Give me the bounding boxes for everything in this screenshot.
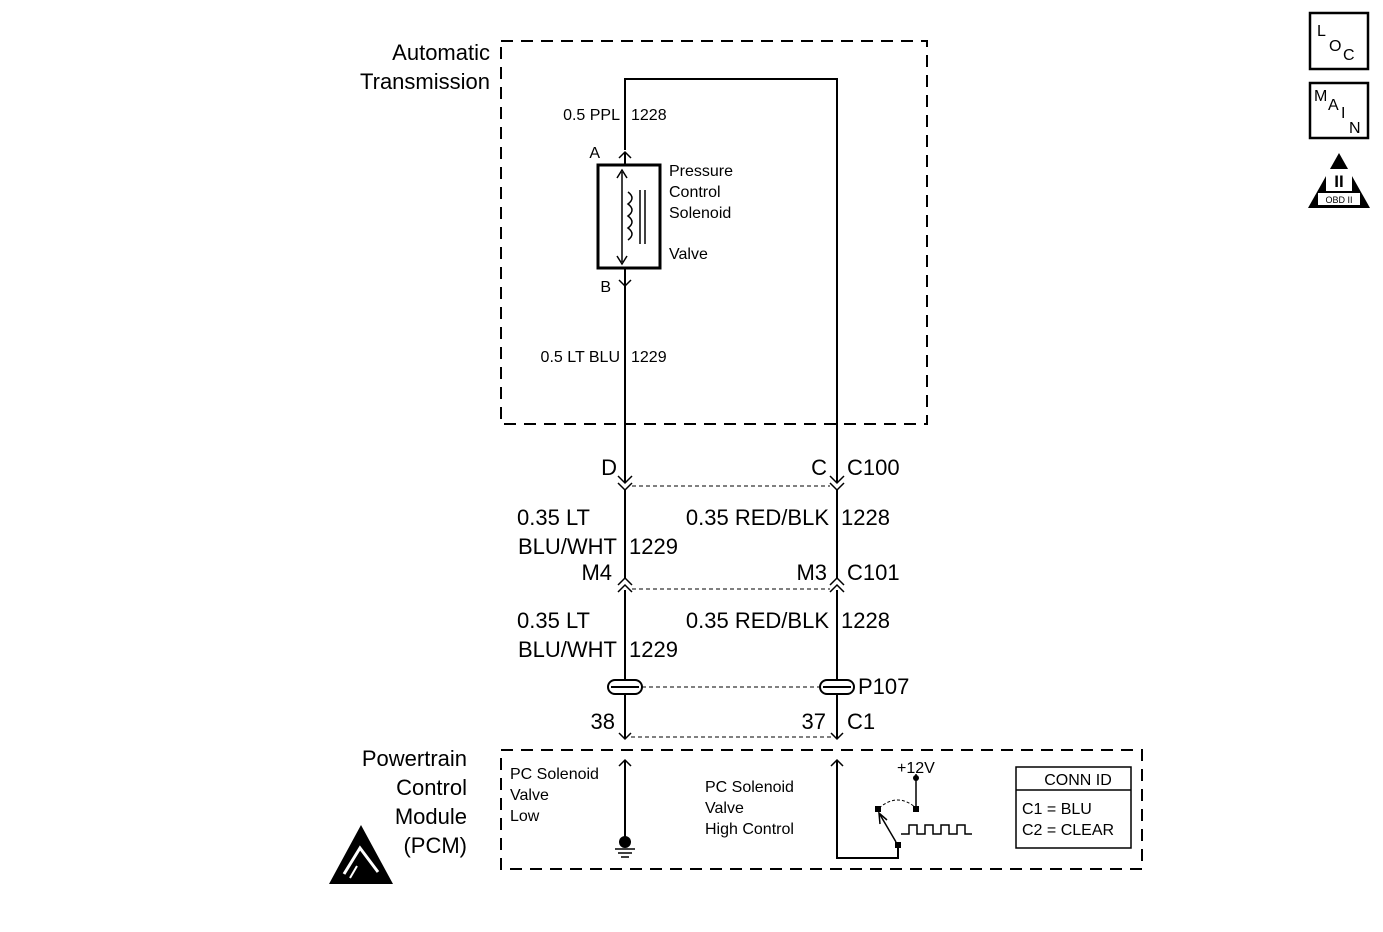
obd-icon-label: OBD II <box>1325 195 1352 205</box>
pcm-label-line4: (PCM) <box>403 833 467 858</box>
solenoid-label-line3: Solenoid <box>669 205 731 222</box>
pcm-label-line2: Control <box>396 775 467 800</box>
passthrough-p107-label: P107 <box>858 674 909 699</box>
connector-c1 <box>618 732 844 741</box>
pc-high-circuit <box>830 758 899 859</box>
solenoid-label-line4: Valve <box>669 246 708 263</box>
wire-left-upper-circuit: 1229 <box>629 534 678 559</box>
esd-warning-icon <box>329 825 393 884</box>
pcm-label-line1: Powertrain <box>362 746 467 771</box>
conn-id-row-1: C1 = BLU <box>1022 801 1092 818</box>
obd-icon-numeral: II <box>1334 172 1343 191</box>
driver-switch-icon <box>875 774 972 848</box>
solenoid-arrow-down <box>616 255 628 266</box>
terminal-a-label: A <box>589 145 600 162</box>
connector-c100-label: C100 <box>847 455 900 480</box>
solenoid-label-line1: Pressure <box>669 163 733 180</box>
ground-icon <box>615 836 635 858</box>
transmission-label-line2: Transmission <box>360 69 490 94</box>
connector-c101 <box>617 576 845 593</box>
wire-ltblu-label: 0.5 LT BLU <box>541 349 620 366</box>
connector-c100 <box>617 475 845 492</box>
loc-icon-letter-o: O <box>1329 38 1341 55</box>
connector-c101-label: C101 <box>847 560 900 585</box>
pc-high-label-line3: High Control <box>705 821 794 838</box>
solenoid-coil-icon <box>626 191 633 241</box>
terminal-c-label: C <box>811 455 827 480</box>
pc-low-label-line2: Valve <box>510 787 549 804</box>
transmission-label-line1: Automatic <box>392 40 490 65</box>
pc-low-circuit <box>618 758 632 838</box>
wire-right-upper-circuit: 1228 <box>841 505 890 530</box>
wire-ppl-circuit: 1228 <box>631 107 667 124</box>
wire-ltblu-circuit: 1229 <box>631 349 667 366</box>
terminal-38-label: 38 <box>591 709 615 734</box>
terminal-m3-label: M3 <box>796 560 827 585</box>
conn-id-title: CONN ID <box>1044 772 1112 789</box>
pcm-boundary <box>500 749 1143 870</box>
wire-right-lower-label: 0.35 RED/BLK <box>686 608 829 633</box>
loc-icon[interactable]: L O C <box>1308 11 1370 71</box>
terminal-b-pin <box>618 279 632 288</box>
main-icon-letter-n: N <box>1349 120 1361 137</box>
pcm-label-line3: Module <box>395 804 467 829</box>
obd-ii-icon[interactable]: II OBD II <box>1308 153 1370 208</box>
terminal-d-label: D <box>601 455 617 480</box>
voltage-label: +12V <box>897 760 935 777</box>
main-icon-letter-a: A <box>1328 97 1339 114</box>
loc-icon-letter-l: L <box>1317 23 1326 40</box>
main-icon[interactable]: M A I N <box>1308 81 1370 140</box>
wire-right-lower-circuit: 1228 <box>841 608 890 633</box>
terminal-37-label: 37 <box>802 709 826 734</box>
terminal-b-label: B <box>600 279 611 296</box>
wire-left-upper-line1: 0.35 LT <box>517 505 590 530</box>
wire-left-lower-circuit: 1229 <box>629 637 678 662</box>
wire-ppl-label: 0.5 PPL <box>563 107 620 124</box>
loc-icon-letter-c: C <box>1343 47 1355 64</box>
transmission-boundary <box>500 40 928 425</box>
terminal-m4-label: M4 <box>581 560 612 585</box>
main-icon-letter-i: I <box>1341 105 1345 122</box>
solenoid-arrow-up <box>616 168 628 179</box>
main-icon-letter-m: M <box>1314 88 1327 105</box>
passthrough-p107 <box>607 679 855 695</box>
wire-1228-trans <box>624 78 838 482</box>
pc-low-label-line3: Low <box>510 808 540 825</box>
pressure-control-solenoid <box>596 163 662 270</box>
wire-left-upper-line2: BLU/WHT <box>518 534 617 559</box>
pc-high-label-line2: Valve <box>705 800 744 817</box>
pc-low-label-line1: PC Solenoid <box>510 766 599 783</box>
conn-id-table <box>1015 766 1132 849</box>
wire-right-upper-label: 0.35 RED/BLK <box>686 505 829 530</box>
pc-high-label-line1: PC Solenoid <box>705 779 794 796</box>
wire-left-lower-line1: 0.35 LT <box>517 608 590 633</box>
connector-c1-label: C1 <box>847 709 875 734</box>
solenoid-label-line2: Control <box>669 184 721 201</box>
conn-id-row-2: C2 = CLEAR <box>1022 822 1114 839</box>
wire-left-lower-line2: BLU/WHT <box>518 637 617 662</box>
